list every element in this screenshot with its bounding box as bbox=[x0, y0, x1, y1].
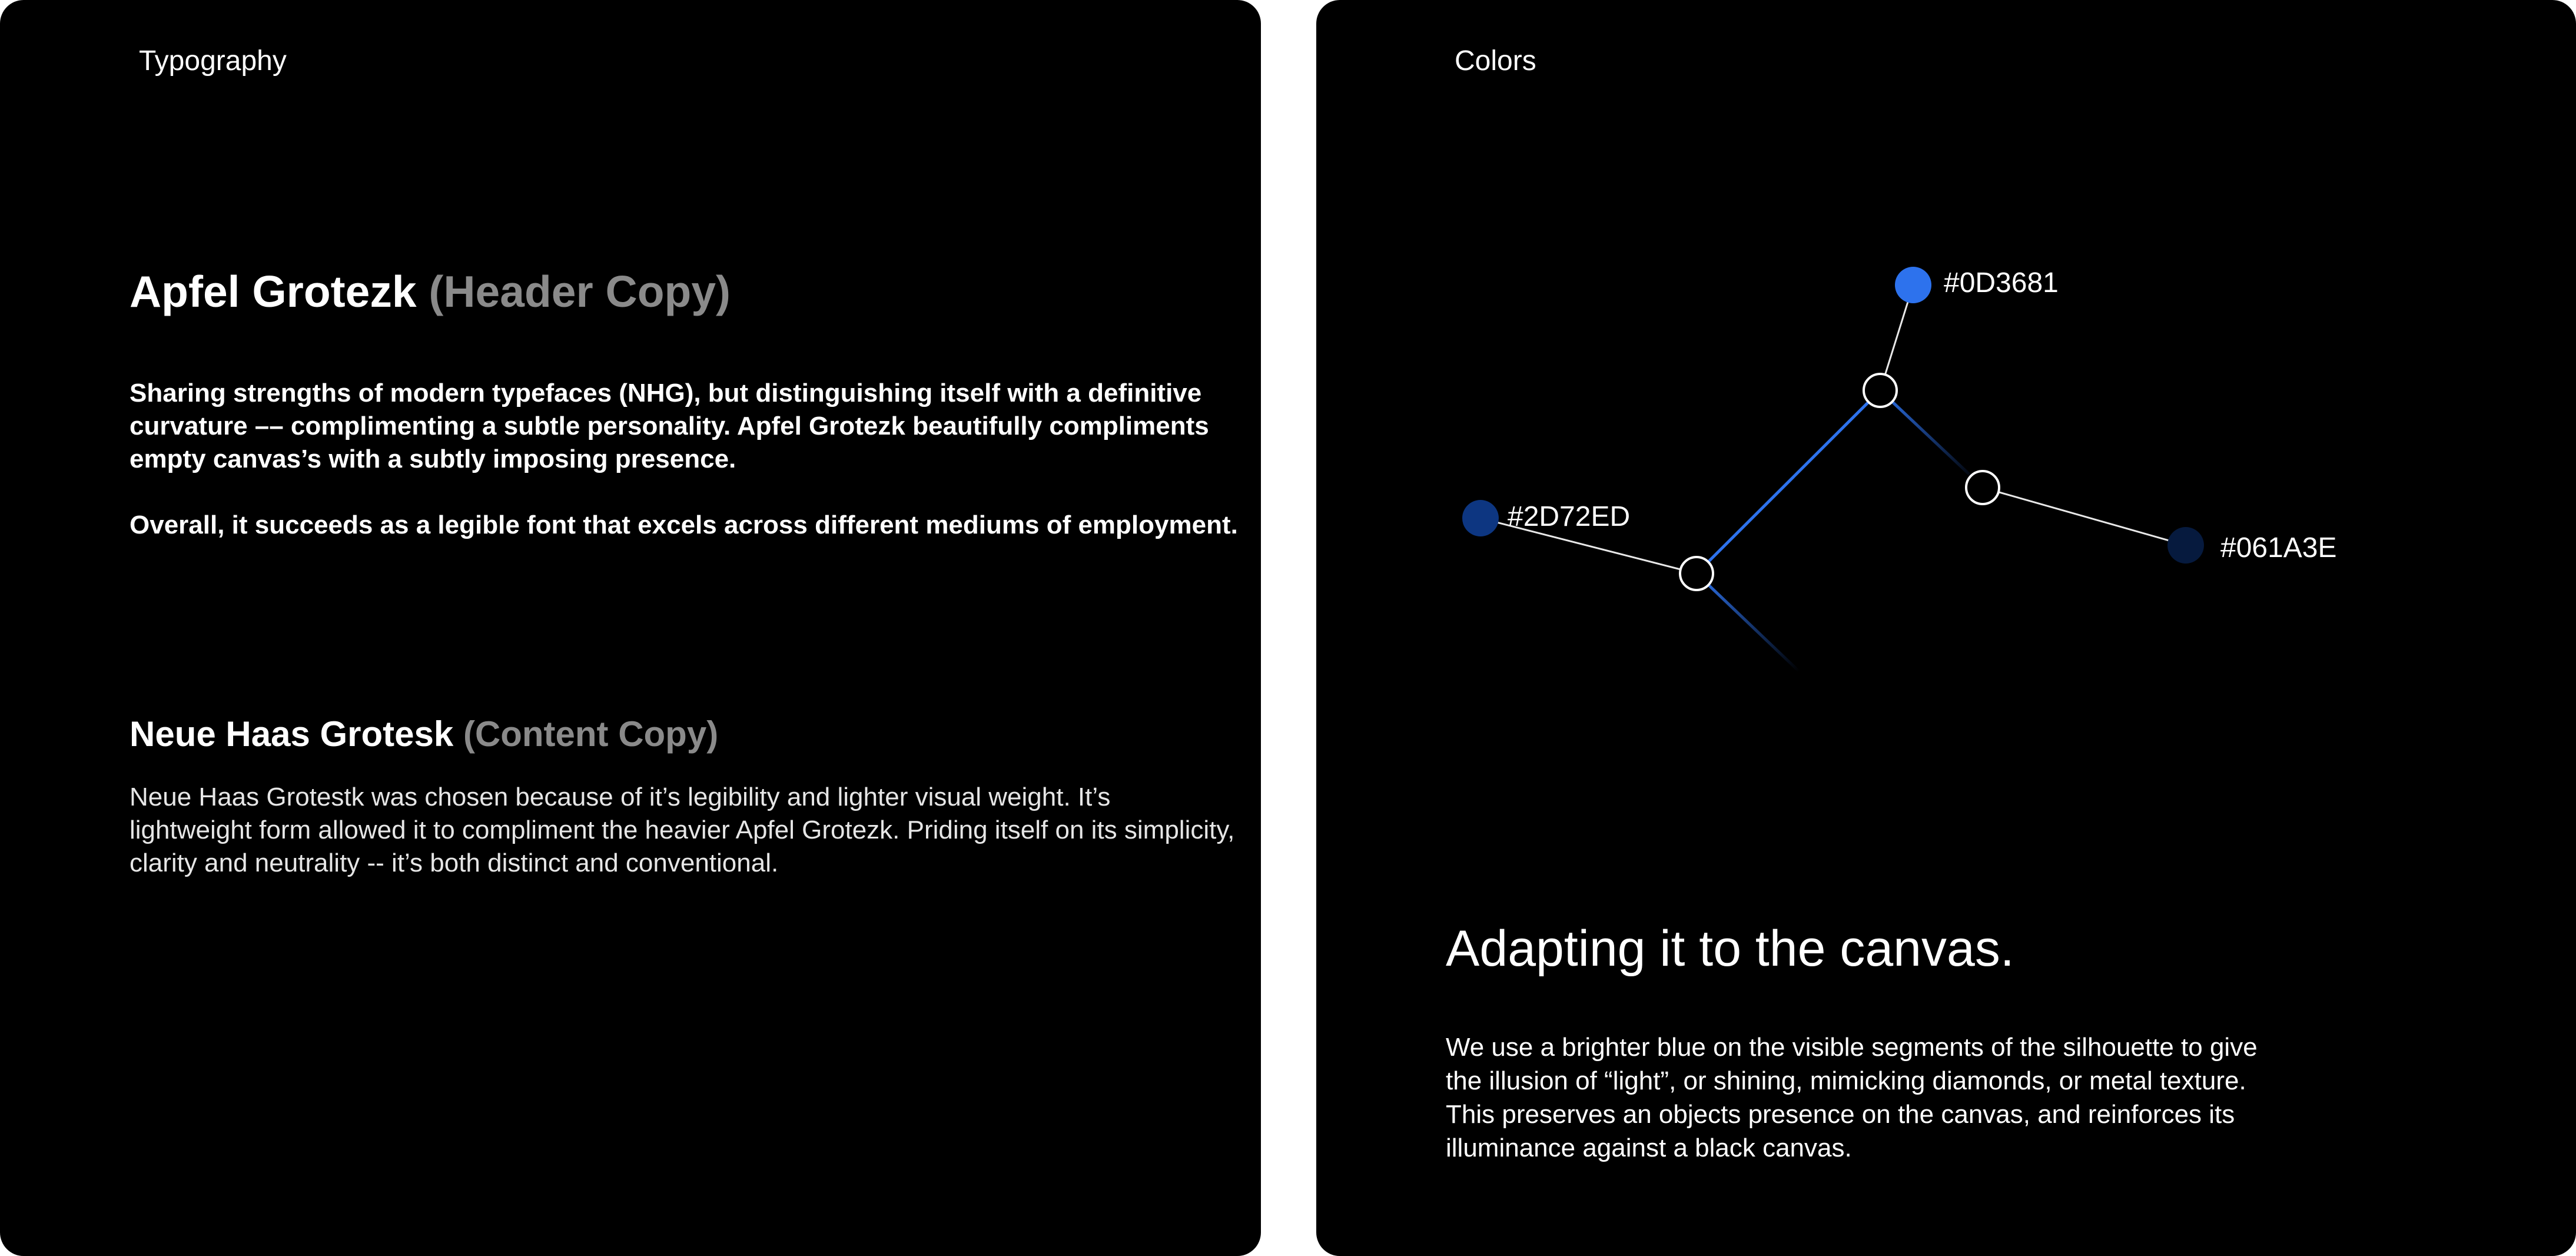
swatch-hex-label: #061A3E bbox=[2220, 532, 2337, 564]
canvas-heading: Adapting it to the canvas. bbox=[1446, 920, 2014, 977]
junction-node bbox=[1679, 556, 1714, 591]
apfel-grotezk-description: Sharing strengths of modern typefaces (N… bbox=[130, 377, 1248, 542]
swatch-hex-label: #0D3681 bbox=[1944, 267, 2059, 299]
header-font-role: (Header Copy) bbox=[429, 267, 731, 316]
swatch-dot bbox=[2167, 527, 2204, 564]
connector-line bbox=[1879, 284, 1914, 391]
junction-node bbox=[1863, 373, 1898, 408]
connector-line bbox=[1982, 486, 2186, 546]
apfel-grotezk-heading: Apfel Grotezk (Header Copy) bbox=[130, 266, 731, 317]
color-silhouette-diagram: #0D3681 #2D72ED #061A3E bbox=[1462, 267, 2337, 672]
content-font-role: (Content Copy) bbox=[463, 714, 719, 754]
highlight-fade-segment bbox=[1695, 572, 1800, 672]
connector-line bbox=[1480, 517, 1697, 575]
swatch-dot bbox=[1462, 500, 1499, 536]
swatch-hex-label: #2D72ED bbox=[1508, 501, 1630, 532]
swatch-dot bbox=[1895, 267, 1931, 303]
highlight-fade-segment bbox=[1879, 389, 1972, 477]
highlight-segment bbox=[1695, 389, 1881, 575]
neue-paragraph: Neue Haas Grotestk was chosen because of… bbox=[130, 783, 1235, 877]
colors-panel: Colors #0D3681 #2D72ED bbox=[1316, 0, 2576, 1256]
apfel-paragraph-1: Sharing strengths of modern typefaces (N… bbox=[130, 379, 1209, 473]
colors-label: Colors bbox=[1455, 45, 1536, 77]
typography-panel: Typography Apfel Grotezk (Header Copy) S… bbox=[0, 0, 1261, 1256]
header-font-name: Apfel Grotezk bbox=[130, 267, 417, 316]
apfel-paragraph-2: Overall, it succeeds as a legible font t… bbox=[130, 511, 1238, 539]
neue-haas-grotesk-description: Neue Haas Grotestk was chosen because of… bbox=[130, 781, 1236, 880]
typography-label: Typography bbox=[139, 45, 287, 77]
junction-node bbox=[1965, 470, 2000, 505]
content-font-name: Neue Haas Grotesk bbox=[130, 714, 454, 754]
canvas-description: We use a brighter blue on the visible se… bbox=[1446, 1033, 2258, 1162]
neue-haas-grotesk-heading: Neue Haas Grotesk (Content Copy) bbox=[130, 714, 718, 754]
